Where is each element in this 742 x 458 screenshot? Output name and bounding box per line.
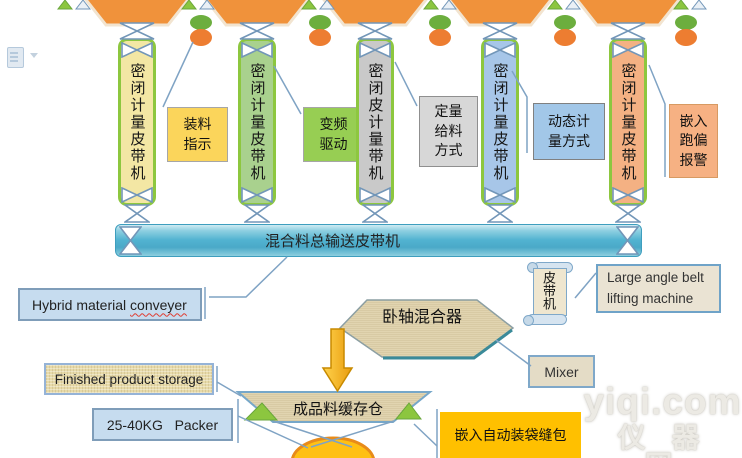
discharge-bowtie — [615, 204, 641, 223]
valve-triangles — [547, 0, 581, 10]
callout-box-dynamic-weighing: 动态计 量方式 — [533, 103, 605, 160]
valve-triangles — [301, 0, 335, 10]
discharge-bowtie — [124, 204, 150, 223]
belt-machine-1: 密闭计量皮带机 — [118, 38, 156, 206]
belt-roller-bottom — [612, 187, 644, 203]
belt-scroll-bottom-curl — [523, 315, 534, 326]
belt-roller-top — [484, 42, 516, 58]
hopper — [84, 0, 190, 27]
large-angle-box: Large angle belt lifting machine — [596, 264, 721, 313]
mixer-box: Mixer — [528, 355, 595, 388]
belt-scroll-body — [533, 268, 567, 316]
connector-bowtie — [357, 22, 393, 40]
belt-machine-3: 密闭皮计量带机 — [356, 38, 394, 206]
connector-bowtie — [610, 22, 646, 40]
main-conveyor-label: 混合料总输送皮带机 — [264, 233, 400, 250]
bagging-box: 嵌入自动装袋缝包 — [440, 412, 581, 458]
callout-box-loading-indicator: 装料 指示 — [167, 107, 228, 162]
hybrid-conveyer-text: Hybrid material — [32, 296, 127, 313]
discharge-bowtie — [244, 204, 270, 223]
main-conveyor-bar: 混合料总输送皮带机 — [115, 224, 642, 257]
discharge-bowtie — [362, 204, 388, 223]
belt-scroll-label: 皮带机 — [541, 271, 556, 310]
conveyor-end-bowtie-right — [616, 226, 639, 255]
valve-triangles — [673, 0, 707, 10]
hybrid-conveyer-misspelled: conveyer — [130, 296, 187, 313]
paste-options-icon[interactable] — [7, 47, 45, 69]
belt-roller-top — [612, 42, 644, 58]
indicator-light-green — [190, 15, 212, 30]
belt-roller-bottom — [241, 187, 273, 203]
belt-machine-5: 密闭计量皮带机 — [609, 38, 647, 206]
belt-roller-top — [359, 42, 391, 58]
connector-bowtie — [239, 22, 275, 40]
indicator-light-green — [309, 15, 331, 30]
valve-triangles — [181, 0, 215, 10]
finished-storage-box: Finished product storage — [44, 363, 214, 395]
indicator-light-orange — [309, 29, 331, 46]
hopper — [575, 0, 681, 27]
belt-scroll-top-curl — [527, 262, 538, 273]
indicator-light-orange — [190, 29, 212, 46]
indicator-light-orange — [429, 29, 451, 46]
belt-roller-top — [241, 42, 273, 58]
belt-roller-bottom — [121, 187, 153, 203]
discharge-bowtie — [487, 204, 513, 223]
down-arrow — [321, 328, 354, 393]
document-icon — [7, 47, 24, 68]
indicator-light-green — [554, 15, 576, 30]
belt-roller-top — [121, 42, 153, 58]
bag-ellipse — [291, 436, 375, 458]
callout-box-vfd-drive: 变频 驱动 — [303, 107, 364, 162]
belt-machine-4: 密闭计量皮带机 — [481, 38, 519, 206]
belt-roller-bottom — [484, 187, 516, 203]
connector-bowtie — [119, 22, 155, 40]
callout-box-dosing-feed-mode: 定量 给料 方式 — [419, 96, 478, 167]
belt-machine-2: 密闭计量皮带机 — [238, 38, 276, 206]
belt-machine-3-label: 密闭皮计量带机 — [366, 63, 384, 182]
indicator-light-green — [429, 15, 451, 30]
valve-triangles — [423, 0, 457, 10]
buffer-right-triangle — [394, 402, 422, 420]
hybrid-conveyer-box: Hybrid material conveyer — [18, 288, 202, 321]
chevron-down-icon — [30, 53, 38, 58]
packer-box: 25-40KG Packer — [92, 408, 233, 441]
belt-machine-1-label: 密闭计量皮带机 — [128, 63, 146, 182]
connector-bowtie — [482, 22, 518, 40]
hopper — [322, 0, 428, 27]
valve-triangles — [57, 0, 91, 10]
callout-box-deviation-alarm: 嵌入 跑偏 报警 — [669, 104, 718, 178]
buffer-bin-label: 成品料缓存仓 — [293, 401, 384, 418]
indicator-light-green — [675, 15, 697, 30]
belt-roller-bottom — [359, 187, 391, 203]
hopper — [447, 0, 553, 27]
conveyor-end-bowtie-left — [119, 226, 142, 255]
horizontal-mixer-label: 卧轴混合器 — [382, 309, 463, 326]
belt-machine-5-label: 密闭计量皮带机 — [619, 63, 637, 182]
belt-machine-4-label: 密闭计量皮带机 — [491, 63, 509, 182]
belt-machine-2-label: 密闭计量皮带机 — [248, 63, 266, 182]
indicator-light-orange — [675, 29, 697, 46]
horizontal-mixer-hexagon — [338, 299, 515, 358]
indicator-light-orange — [554, 29, 576, 46]
hopper — [204, 0, 310, 27]
